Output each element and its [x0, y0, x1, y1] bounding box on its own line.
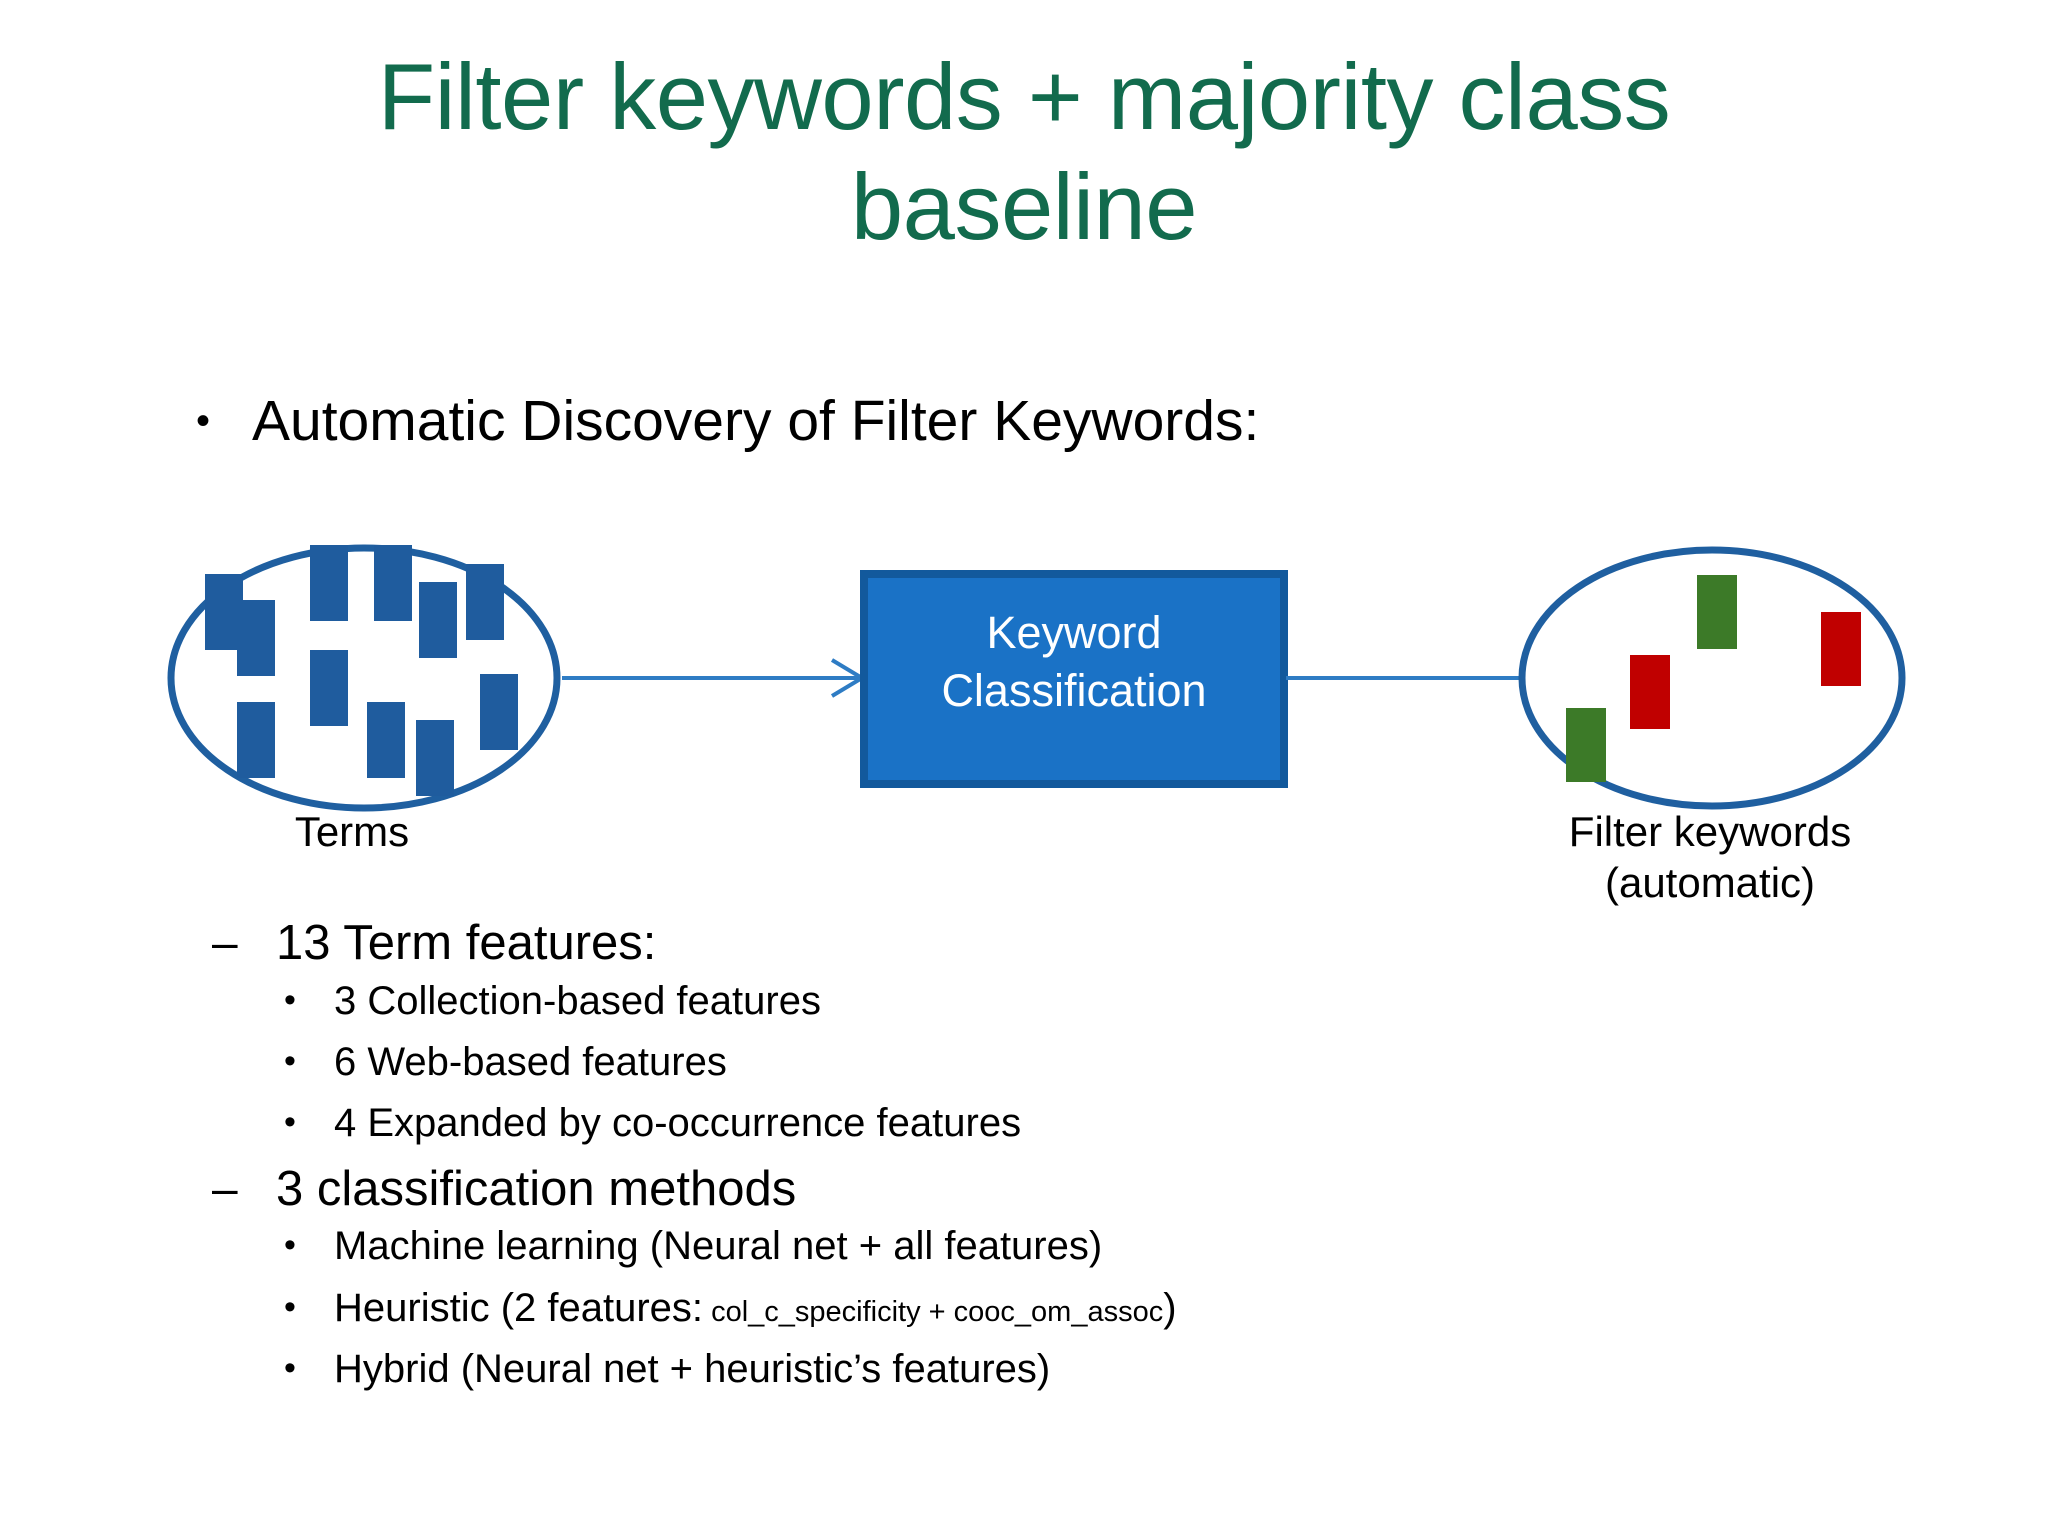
keyword-chip-green — [1566, 708, 1606, 782]
heuristic-features: col_c_specificity + cooc_om_assoc — [703, 1295, 1164, 1328]
term-chip — [367, 702, 405, 778]
list-item: • Heuristic (2 features: col_c_specifici… — [284, 1285, 1612, 1330]
list-item: – 3 classification methods — [212, 1161, 1612, 1216]
heuristic-prefix: Heuristic (2 features: — [334, 1285, 704, 1330]
bullet-marker-icon: • — [284, 1348, 296, 1387]
list-item-label: 13 Term features: — [276, 916, 657, 970]
keyword-classification-box — [860, 570, 1288, 788]
terms-label: Terms — [294, 808, 410, 855]
term-chip — [205, 574, 243, 650]
bullet-marker-icon: • — [284, 1226, 296, 1265]
list-item-label: 6 Web-based features — [334, 1040, 727, 1085]
main-bullet-label: Automatic Discovery of Filter Keywords: — [252, 389, 1260, 453]
keyword-classification-node[interactable] — [860, 570, 1288, 788]
terms-node[interactable] — [167, 544, 561, 812]
main-bullet-row: • Automatic Discovery of Filter Keywords… — [196, 389, 1260, 453]
term-chip — [237, 702, 275, 778]
arrow-classifier-to-filters — [1286, 658, 1562, 698]
flow-diagram — [0, 512, 2048, 932]
list-item-label: 3 classification methods — [276, 1161, 797, 1216]
term-chip — [419, 582, 457, 658]
filter-keywords-ellipse-shape — [1518, 546, 1906, 810]
keyword-chip-green — [1697, 575, 1737, 649]
bullet-marker-icon: • — [284, 980, 296, 1019]
flow-diagram-canvas — [167, 544, 1906, 812]
filter-keywords-label: Filter keywords (automatic) — [1568, 808, 1852, 907]
dash-marker-icon: – — [212, 1161, 238, 1214]
term-chip — [374, 545, 412, 621]
dash-marker-icon: – — [212, 916, 238, 968]
bullet-marker-icon: • — [284, 1287, 296, 1326]
term-chip — [480, 674, 518, 750]
keyword-chip-red — [1821, 612, 1861, 686]
list-item-label: 4 Expanded by co-occurrence features — [334, 1101, 1022, 1146]
term-chip — [237, 600, 275, 676]
bullet-marker-icon: • — [284, 1103, 296, 1142]
list-item-label: Hybrid (Neural net + heuristic’s feature… — [334, 1346, 1051, 1391]
term-chip — [310, 650, 348, 726]
list-item: • 3 Collection-based features — [284, 978, 1612, 1023]
keyword-chip-red — [1630, 655, 1670, 729]
list-item: • Machine learning (Neural net + all fea… — [284, 1225, 1612, 1268]
list-item: • 4 Expanded by co-occurrence features — [284, 1102, 1612, 1145]
term-chip — [416, 720, 454, 796]
arrow-terms-to-classifier — [562, 658, 866, 698]
list-item: • Hybrid (Neural net + heuristic’s featu… — [284, 1346, 1612, 1391]
filter-keywords-node[interactable] — [1518, 546, 1906, 810]
term-chip — [310, 545, 348, 621]
list-item: – 13 Term features: — [212, 916, 1612, 970]
bullet-marker-icon: • — [196, 399, 211, 443]
list-item-label: Heuristic (2 features: col_c_specificity… — [334, 1285, 1177, 1330]
page-title: Filter keywords + majority class baselin… — [377, 44, 1671, 259]
feature-method-list: – 13 Term features: • 3 Collection-based… — [212, 916, 1612, 1409]
list-item: • 6 Web-based features — [284, 1040, 1612, 1085]
heuristic-suffix: ) — [1163, 1285, 1177, 1330]
list-item-label: Machine learning (Neural net + all featu… — [334, 1224, 1103, 1269]
term-chip — [466, 564, 504, 640]
list-item-label: 3 Collection-based features — [334, 978, 821, 1023]
bullet-marker-icon: • — [284, 1042, 296, 1081]
